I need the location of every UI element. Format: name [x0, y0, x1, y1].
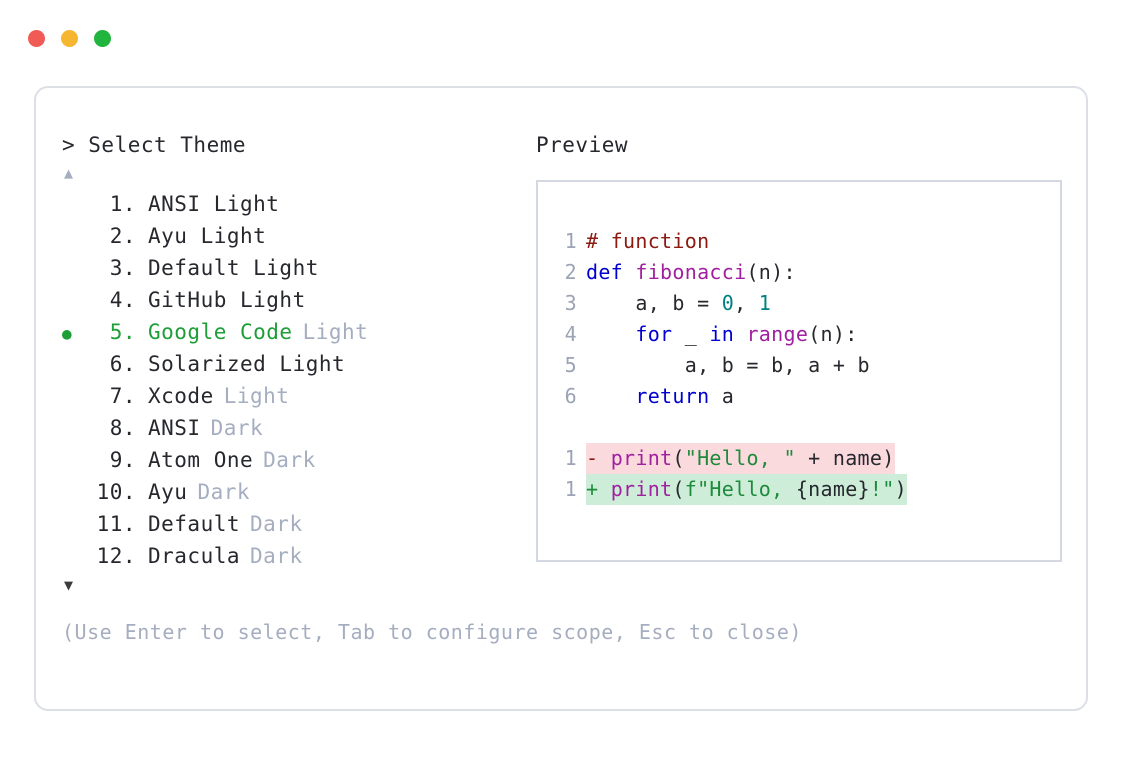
theme-list-item[interactable]: 12. Dracula Dark — [62, 540, 532, 572]
theme-name: Default — [148, 512, 241, 536]
theme-name: Dracula — [148, 544, 241, 568]
theme-index: 5. — [109, 320, 136, 344]
theme-variant: Dark — [263, 448, 316, 472]
diff-text: + print(f"Hello, {name}!") — [586, 474, 907, 505]
theme-index: 7. — [109, 384, 136, 408]
code-text: for _ in range(n): — [635, 322, 858, 346]
theme-list-item[interactable]: 10. Ayu Dark — [62, 476, 532, 508]
close-window-button[interactable] — [28, 30, 45, 47]
theme-index: 4. — [109, 288, 136, 312]
diff-text: - print("Hello, " + name) — [586, 443, 895, 474]
code-line: 5 a, b = b, a + b — [538, 350, 1060, 381]
theme-name: Google Code — [148, 320, 293, 344]
theme-list-item[interactable]: 7. Xcode Light — [62, 380, 532, 412]
theme-index: 8. — [109, 416, 136, 440]
theme-picker-card: > Select Theme ▲ 1. ANSI Light 2. Ayu Li… — [34, 86, 1088, 711]
theme-variant: Light — [302, 320, 369, 344]
code-line: 6 return a — [538, 381, 1060, 412]
theme-index: 9. — [109, 448, 136, 472]
code-text: a, b = b, a + b — [586, 353, 870, 377]
line-number: 3 — [564, 291, 577, 315]
line-number: 6 — [564, 384, 577, 408]
theme-picker-panel: > Select Theme ▲ 1. ANSI Light 2. Ayu Li… — [62, 130, 532, 598]
token-keyword: return — [635, 384, 710, 408]
theme-index: 12. — [96, 544, 136, 568]
theme-list-item[interactable]: 4. GitHub Light — [62, 284, 532, 316]
token-keyword: def — [586, 260, 624, 284]
theme-index: 2. — [109, 224, 136, 248]
code-line: 1 # function — [538, 226, 1060, 257]
theme-list-item[interactable]: 11. Default Dark — [62, 508, 532, 540]
maximize-window-button[interactable] — [94, 30, 111, 47]
line-number: 1 — [564, 446, 577, 470]
code-text: # function — [586, 226, 709, 257]
keyboard-help-text: (Use Enter to select, Tab to configure s… — [62, 620, 802, 644]
theme-variant: Dark — [250, 512, 303, 536]
token-number: 1 — [758, 291, 772, 315]
diff-line-added: 1 + print(f"Hello, {name}!") — [538, 474, 1060, 505]
theme-list-item[interactable]: 1. ANSI Light — [62, 188, 532, 220]
preview-panel: Preview 1 # function 2 def fibonacci(n):… — [536, 130, 1066, 562]
token-comment: # function — [586, 229, 710, 253]
token-function: fibonacci — [635, 260, 747, 284]
code-preview-box: 1 # function 2 def fibonacci(n): 3 a, b … — [536, 180, 1062, 562]
theme-name: Solarized Light — [148, 352, 346, 376]
token-function: print — [610, 446, 673, 470]
theme-index: 3. — [109, 256, 136, 280]
line-number: 4 — [564, 322, 577, 346]
code-line: 3 a, b = 0, 1 — [538, 288, 1060, 319]
theme-list-item[interactable]: 6. Solarized Light — [62, 348, 532, 380]
line-number: 1 — [564, 477, 577, 501]
theme-list-item[interactable]: 2. Ayu Light — [62, 220, 532, 252]
theme-list-item[interactable]: 9. Atom One Dark — [62, 444, 532, 476]
theme-name: GitHub Light — [148, 288, 306, 312]
diff-marker-plus: + — [586, 477, 611, 501]
token-string: f"Hello, — [684, 477, 796, 501]
code-text: def fibonacci(n): — [586, 260, 796, 284]
theme-variant: Dark — [197, 480, 251, 504]
theme-name: Atom One — [148, 448, 254, 472]
window-controls — [28, 30, 111, 47]
theme-variant: Light — [223, 384, 290, 408]
line-number: 1 — [564, 229, 577, 253]
minimize-window-button[interactable] — [61, 30, 78, 47]
token-function: range — [746, 322, 809, 346]
theme-list-item[interactable]: 8. ANSI Dark — [62, 412, 532, 444]
theme-name: Ayu — [148, 480, 188, 504]
theme-variant: Dark — [210, 416, 264, 440]
theme-variant: Dark — [250, 544, 303, 568]
token-keyword: in — [709, 322, 735, 346]
preview-label: Preview — [536, 133, 629, 157]
diff-marker-minus: - — [586, 446, 611, 470]
theme-list-item-selected[interactable]: ● 5. Google Code Light — [62, 316, 532, 348]
theme-index: 11. — [96, 512, 136, 536]
theme-index: 10. — [96, 480, 136, 504]
theme-index: 6. — [109, 352, 136, 376]
scroll-down-icon[interactable]: ▼ — [64, 576, 74, 594]
theme-name: Ayu Light — [148, 224, 267, 248]
theme-index: 1. — [109, 192, 136, 216]
theme-name: Default Light — [148, 256, 319, 280]
scroll-up-icon[interactable]: ▲ — [64, 164, 74, 182]
line-number: 5 — [564, 353, 577, 377]
token-string: "Hello, " — [684, 446, 796, 470]
token-number: 0 — [721, 291, 735, 315]
diff-block: 1 - print("Hello, " + name) 1 + print(f"… — [538, 443, 1060, 505]
theme-list: 1. ANSI Light 2. Ayu Light 3. Default Li… — [62, 188, 532, 572]
theme-name: ANSI — [148, 416, 201, 440]
token-string: !" — [869, 477, 895, 501]
line-number: 2 — [564, 260, 577, 284]
token-function: print — [610, 477, 673, 501]
code-text: a, b = 0, 1 — [586, 291, 772, 315]
theme-name: ANSI Light — [148, 192, 280, 216]
selection-bullet-icon: ● — [62, 324, 73, 343]
code-text: return a — [635, 384, 735, 408]
code-line: 4 for _ in range(n): — [538, 319, 1060, 350]
theme-name: Xcode — [148, 384, 214, 408]
theme-list-item[interactable]: 3. Default Light — [62, 252, 532, 284]
code-line: 2 def fibonacci(n): — [538, 257, 1060, 288]
diff-line-removed: 1 - print("Hello, " + name) — [538, 443, 1060, 474]
page-title: > Select Theme — [62, 133, 247, 157]
token-keyword: for — [635, 322, 673, 346]
